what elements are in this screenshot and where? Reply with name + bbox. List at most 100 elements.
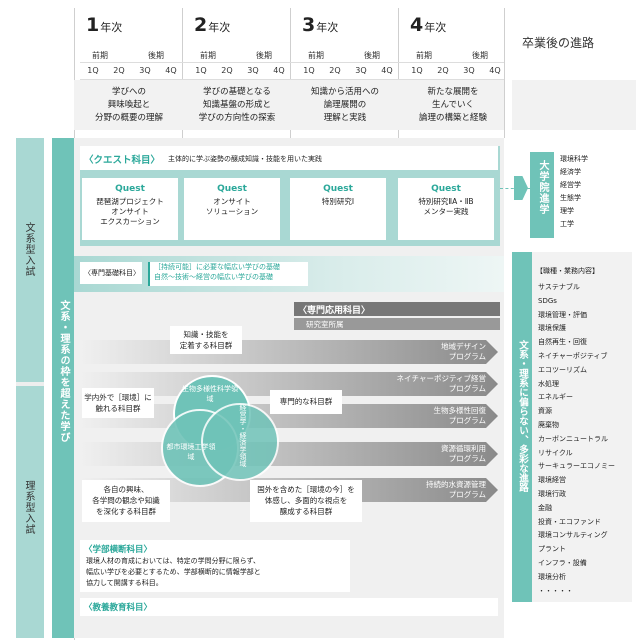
- quarter-label: 1Q: [303, 66, 315, 75]
- career-item: リサイクル: [538, 448, 573, 457]
- career-item: SDGs: [538, 296, 557, 305]
- quarter-label: 3Q: [355, 66, 367, 75]
- kyoyo-panel: [80, 598, 498, 616]
- lab-box: [294, 318, 500, 330]
- quarter-label: 2Q: [113, 66, 125, 75]
- senmon-kiso-title: 〈専門基礎科目〉: [84, 269, 140, 277]
- year-2-label: 2年次: [194, 14, 231, 36]
- grad-field: 経済学: [560, 168, 581, 176]
- crossing-band: [52, 138, 74, 638]
- career-item: インフラ・設備: [538, 559, 587, 567]
- career-item: サーキュラーエコノミー: [538, 462, 615, 471]
- circle-label-urban: 都市環境工学領域: [166, 443, 216, 461]
- quarter-label: 4Q: [273, 66, 285, 75]
- grad-field: 経営学: [560, 181, 581, 189]
- year-1-goal: 学びへの興味喚起と分野の概要の理解: [94, 87, 163, 123]
- grad-box: [530, 152, 554, 238]
- goal-band: [74, 80, 504, 130]
- senmon-oyo-box: [294, 302, 500, 316]
- quarter-label: 2Q: [437, 66, 449, 75]
- chishiki-card: 知識・技能を定着する科目群: [170, 326, 242, 354]
- quarter-band: [80, 62, 504, 80]
- career-item: 廃棄物: [538, 421, 559, 429]
- program-arrow-4: [80, 442, 498, 466]
- year-4-label: 4年次: [410, 14, 447, 36]
- grad-field: 工学: [560, 220, 574, 228]
- gakunai-card: 学内外で［環境］に触れる科目群: [82, 388, 154, 418]
- career-item: カーボンニュートラル: [538, 434, 608, 443]
- rikei-band: [16, 386, 44, 638]
- program-label: 持続的水資源管理プログラム: [426, 480, 486, 499]
- program-arrow-1: [80, 340, 498, 364]
- year-4-goal: 新たな展開を生んでいく論理の構築と経験: [418, 87, 487, 123]
- year-4-first-half: 前期: [416, 51, 432, 60]
- kakuji-card: 各自の興味、各学問の観念や知識を深化する科目群: [82, 480, 170, 522]
- career-item: 水処理: [538, 379, 559, 388]
- career-item: 自然再生・回復: [538, 338, 587, 347]
- career-item: ・・・・・: [538, 586, 573, 595]
- program-label: 資源循環利用プログラム: [441, 444, 486, 463]
- career-item: エネルギー: [538, 393, 573, 402]
- year-3-second-half: 後期: [364, 51, 380, 60]
- careers-title: 【職種・業務内容】: [536, 267, 599, 275]
- career-item: プラント: [538, 545, 566, 554]
- year-2-second-half: 後期: [256, 51, 272, 60]
- senmon-kiso-box: [80, 262, 142, 284]
- quarter-label: 2Q: [329, 66, 341, 75]
- gakubu-line-1: 環境人材の育成においては、特定の学問分野に限らず、: [86, 557, 261, 565]
- year-1-label: 1年次: [86, 14, 123, 36]
- venn-circle-econ: [201, 403, 279, 481]
- career-item: 金融: [538, 503, 552, 512]
- year-3-label: 3年次: [302, 14, 339, 36]
- program-label: 生物多様性回復プログラム: [433, 406, 487, 425]
- quarter-label: 3Q: [139, 66, 151, 75]
- grad-arrow-icon: [514, 176, 528, 200]
- career-item: 環境管理・評価: [538, 310, 587, 319]
- career-item: 環境保護: [538, 324, 566, 333]
- year-header: [74, 0, 504, 82]
- program-label: 地域デザインプログラム: [441, 342, 486, 361]
- year-1-first-half: 前期: [92, 51, 108, 60]
- quarter-label: 2Q: [221, 66, 233, 75]
- quarter-label: 4Q: [165, 66, 177, 75]
- career-item: 環境分析: [538, 572, 566, 581]
- diverse-label: 文系・理系に偏らない、多彩な進路: [517, 340, 528, 492]
- quest-desc: 主体的に学ぶ姿勢の醸成知識・技能を用いた実践: [168, 155, 322, 163]
- year-2-goal: 学びの基礎となる知識基盤の形成と学びの方向性の探索: [198, 87, 276, 123]
- quest-title-bar: [80, 146, 498, 170]
- career-item: エコツーリズム: [538, 365, 587, 374]
- gakubu-title: 〈学部横断科目〉: [84, 545, 153, 555]
- lab-label: 研究室所属: [306, 320, 344, 329]
- grad-field: 生態学: [560, 194, 581, 202]
- kokugai-card: 国外を含めた［環境の今］を体感し、多面的な視点を醸成する科目群: [250, 480, 362, 522]
- career-header-bg: [512, 80, 636, 130]
- career-item: サステナブル: [538, 283, 580, 291]
- circle-label-bio: 生物多様性科学領域: [182, 385, 238, 403]
- senmonteki-card: 専門的な科目群: [270, 390, 342, 414]
- senmon-oyo-title: 〈専門応用科目〉: [298, 306, 371, 316]
- quarter-label: 3Q: [463, 66, 475, 75]
- year-4-second-half: 後期: [472, 51, 488, 60]
- grad-label: 大学院進学: [537, 160, 548, 215]
- quarter-label: 3Q: [247, 66, 259, 75]
- bunkei-band: [16, 138, 44, 382]
- quest-title: 〈クエスト科目〉: [84, 155, 161, 166]
- quarter-label: 1Q: [195, 66, 207, 75]
- quarter-label: 1Q: [87, 66, 99, 75]
- career-item: 環境コンサルティング: [538, 531, 608, 540]
- year-1-second-half: 後期: [148, 51, 164, 60]
- year-3-goal: 知識から活用への論理展開の理解と実践: [310, 87, 379, 123]
- quarter-label: 4Q: [381, 66, 393, 75]
- year-2-first-half: 前期: [200, 51, 216, 60]
- quarter-label: 4Q: [489, 66, 501, 75]
- venn-diagram: [161, 375, 279, 487]
- bunkei-label: 文系型入試: [23, 222, 34, 277]
- kyoyo-title: 〈教養教育科目〉: [84, 603, 153, 613]
- grad-field: 理学: [560, 207, 574, 215]
- career-header: 卒業後の進路: [522, 36, 595, 50]
- year-3-first-half: 前期: [308, 51, 324, 60]
